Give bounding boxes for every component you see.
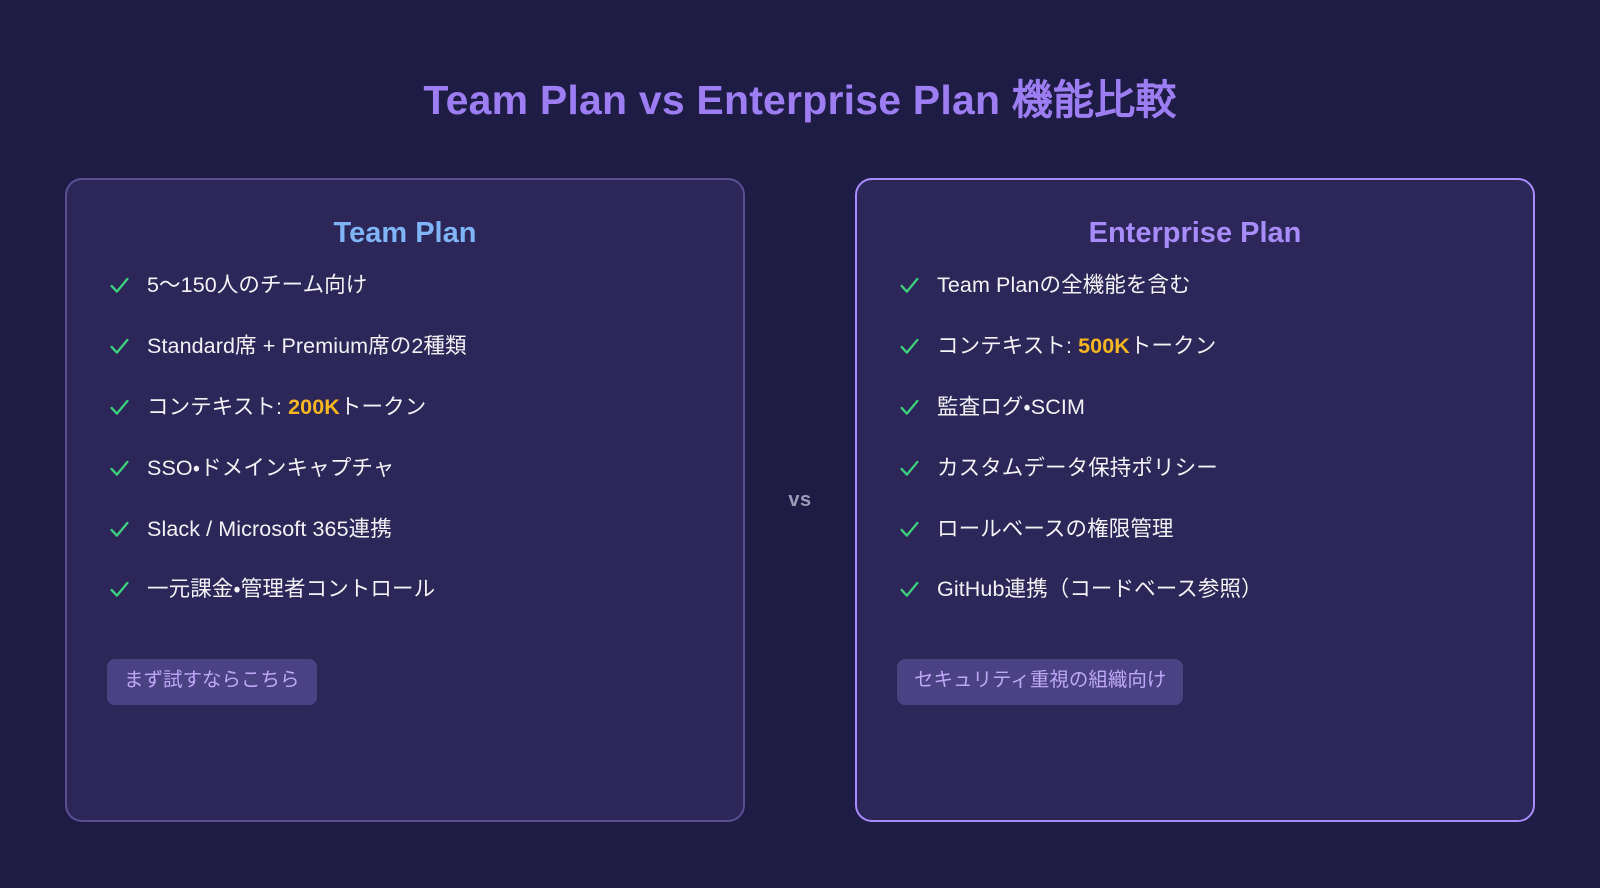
feature-text-prefix: 5〜150人のチーム向け (147, 273, 368, 297)
feature-text-suffix: トークン (339, 394, 427, 419)
check-icon (109, 275, 130, 301)
feature-text-prefix: Slack / Microsoft 365連携 (147, 516, 392, 541)
feature-text: GitHub連携（コードベース参照） (937, 576, 1263, 603)
plan-card-enterprise-plan[interactable]: Enterprise Plan Team Planの全機能を含む (855, 178, 1535, 822)
check-icon (109, 579, 130, 605)
feature-text: Team Planの全機能を含む (937, 272, 1191, 299)
check-icon (109, 519, 130, 545)
feature-item: GitHub連携（コードベース参照） (897, 576, 1493, 603)
feature-text-prefix: 監査ログ・SCIM (937, 394, 1085, 419)
feature-item: 監査ログ・SCIM (897, 394, 1493, 421)
feature-text-prefix: ロールベースの権限管理 (937, 516, 1174, 541)
feature-item: ロールベースの権限管理 (897, 516, 1493, 543)
feature-list-enterprise-plan: Team Planの全機能を含む コンテキスト: 500Kトークン (897, 272, 1493, 637)
check-icon (109, 397, 130, 423)
plan-card-team-plan[interactable]: Team Plan 5〜150人のチーム向け (65, 178, 745, 822)
check-icon (109, 458, 130, 484)
feature-text-prefix: コンテキスト: (147, 394, 289, 419)
feature-text-prefix: Standard席 + Premium席の2種類 (147, 333, 467, 358)
feature-text: Slack / Microsoft 365連携 (147, 516, 392, 543)
check-icon (109, 336, 130, 362)
feature-item: コンテキスト: 200Kトークン (107, 394, 703, 421)
feature-text-prefix: Team Planの全機能を含む (937, 273, 1191, 297)
check-icon (899, 336, 920, 362)
feature-text-prefix: カスタムデータ保持ポリシー (937, 455, 1218, 480)
feature-highlight: 500K (1078, 333, 1130, 358)
vs-divider-label: vs (788, 488, 812, 511)
feature-text-prefix: GitHub連携（コードベース参照） (937, 577, 1263, 602)
feature-text: 監査ログ・SCIM (937, 394, 1085, 421)
plan-title-enterprise-plan: Enterprise Plan (1088, 217, 1302, 249)
check-icon (899, 397, 920, 423)
feature-item: Standard席 + Premium席の2種類 (107, 333, 703, 360)
feature-text-suffix: トークン (1129, 333, 1217, 358)
plan-title-team-plan: Team Plan (333, 217, 477, 249)
feature-text: 5〜150人のチーム向け (147, 272, 367, 299)
feature-item: カスタムデータ保持ポリシー (897, 455, 1493, 482)
feature-text: Standard席 + Premium席の2種類 (147, 333, 467, 360)
check-icon (899, 458, 920, 484)
feature-text: ロールベースの権限管理 (937, 516, 1174, 543)
plan-badge-enterprise-plan[interactable]: セキュリティ重視の組織向け (897, 659, 1184, 705)
check-icon (899, 579, 920, 605)
feature-item: SSO・ドメインキャプチャ (107, 455, 703, 482)
feature-text: コンテキスト: 500Kトークン (937, 333, 1216, 360)
plan-badge-team-plan[interactable]: まず試すならこちら (107, 659, 317, 705)
feature-text: コンテキスト: 200Kトークン (147, 394, 426, 421)
feature-item: Slack / Microsoft 365連携 (107, 516, 703, 543)
check-icon (899, 275, 920, 301)
feature-item: コンテキスト: 500Kトークン (897, 333, 1493, 360)
feature-text: SSO・ドメインキャプチャ (147, 455, 394, 482)
feature-list-team-plan: 5〜150人のチーム向け Standard席 + Premium席の2種類 (107, 272, 703, 637)
feature-item: Team Planの全機能を含む (897, 272, 1493, 299)
plan-comparison: Team Plan 5〜150人のチーム向け (65, 178, 1535, 822)
feature-text-prefix: 一元課金・管理者コントロール (147, 577, 436, 602)
feature-item: 一元課金・管理者コントロール (107, 576, 703, 603)
feature-text-prefix: コンテキスト: (937, 333, 1079, 358)
page-title: Team Plan vs Enterprise Plan 機能比較 (423, 77, 1177, 123)
feature-text: カスタムデータ保持ポリシー (937, 455, 1218, 482)
feature-item: 5〜150人のチーム向け (107, 272, 703, 299)
feature-text: 一元課金・管理者コントロール (147, 576, 435, 603)
feature-highlight: 200K (288, 394, 340, 419)
check-icon (899, 519, 920, 545)
feature-text-prefix: SSO・ドメインキャプチャ (147, 455, 395, 480)
